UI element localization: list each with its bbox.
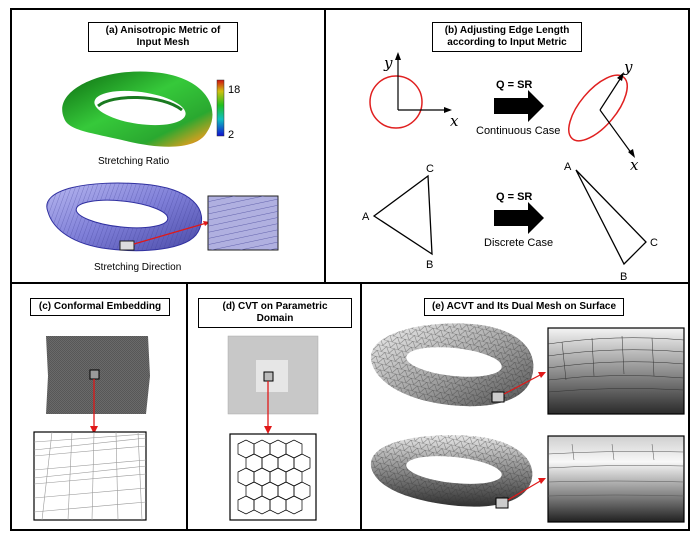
vertex-c-right: C (650, 237, 658, 249)
axis-x-label-right: x (630, 156, 639, 174)
triangle-isotropic (372, 174, 433, 256)
vertex-a-right: A (564, 161, 572, 173)
panel-a-title-line1: (a) Anisotropic Metric of (105, 25, 221, 36)
panel-b-title: (b) Adjusting Edge Length according to I… (432, 22, 582, 52)
panel-d-title: (d) CVT on Parametric Domain (198, 298, 352, 328)
panel-b-graphics: y x Q = SR Continuous Case y x A C B Q =… (362, 52, 658, 283)
colorbar-min-label: 2 (228, 129, 234, 141)
zoom-arrow-e-bottom (507, 479, 543, 501)
panel-a-graphics: 18 2 (46, 71, 279, 252)
torus-acvt-top (370, 323, 534, 407)
caption-stretching-direction: Stretching Direction (94, 262, 182, 273)
torus-dual-mesh-bottom (370, 435, 533, 507)
caption-stretching-ratio: Stretching Ratio (98, 156, 170, 167)
panel-a-title: (a) Anisotropic Metric of Input Mesh (88, 22, 238, 52)
zoom-arrow-e-top (503, 373, 543, 395)
panel-b-title-line1: (b) Adjusting Edge Length (444, 25, 570, 36)
zoom-inset-acvt-top (547, 327, 685, 415)
torus-direction-field (46, 182, 203, 252)
panel-d-graphics (227, 335, 319, 521)
panel-acvt-dual-mesh: (e) ACVT and Its Dual Mesh on Surface (360, 282, 690, 531)
axis-y-label-left: y (383, 54, 393, 72)
vertex-a-left: A (362, 211, 370, 223)
formula-bottom: Q = SR (496, 191, 532, 203)
zoom-marker-box (119, 240, 135, 251)
torus-colored-ratio (62, 71, 213, 147)
panel-edge-length: (b) Adjusting Edge Length according to I… (324, 8, 690, 284)
caption-discrete: Discrete Case (484, 237, 553, 249)
panel-cvt-parametric: (d) CVT on Parametric Domain (186, 282, 362, 531)
transform-arrow-continuous (494, 90, 544, 122)
panel-c-title: (c) Conformal Embedding (30, 298, 170, 316)
panel-b-title-line2: according to Input Metric (447, 37, 567, 48)
colorbar-max-label: 18 (228, 84, 240, 96)
panel-e-graphics (370, 323, 685, 523)
zoom-inset-dual-bottom (547, 435, 685, 523)
vertex-c-left: C (426, 163, 434, 175)
zoom-inset-conformal (33, 431, 147, 521)
caption-continuous: Continuous Case (476, 125, 560, 137)
panel-a-title-line2: Input Mesh (136, 37, 190, 48)
transform-arrow-discrete (494, 202, 544, 234)
colorbar (216, 79, 225, 137)
panel-anisotropic-metric: (a) Anisotropic Metric of Input Mesh (10, 8, 326, 284)
zoom-inset-voronoi (229, 433, 317, 521)
metric-ellipse (568, 74, 628, 142)
panel-c-graphics (33, 336, 150, 521)
zoom-inset-direction (207, 195, 279, 251)
panel-e-title: (e) ACVT and Its Dual Mesh on Surface (424, 298, 624, 316)
zoom-arrow (133, 221, 211, 245)
unit-circle (369, 75, 423, 129)
axis-x-label-left: x (450, 112, 459, 130)
vertex-b-left: B (426, 259, 433, 271)
vertex-b-right: B (620, 271, 627, 283)
axis-y-label-right: y (623, 58, 633, 76)
formula-top: Q = SR (496, 79, 532, 91)
triangle-anisotropic (575, 169, 647, 266)
panel-conformal-embedding: (c) Conformal Embedding (10, 282, 188, 531)
